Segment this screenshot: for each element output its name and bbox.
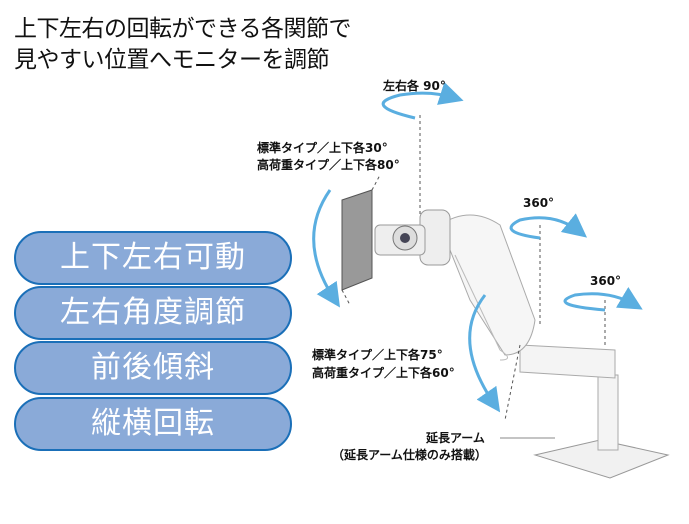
label-mid-rotation: 360° [523, 196, 555, 210]
label-head-tilt-heavy: 高荷重タイプ／上下各80° [257, 158, 400, 172]
label-extension-arm: 延長アーム [426, 431, 485, 445]
feature-pill-tilt: 前後傾斜 [14, 341, 292, 395]
feature-pill-rotate: 縦横回転 [14, 397, 292, 451]
label-extension-note: （延長アーム仕様のみ搭載） [332, 448, 487, 462]
feature-pill-angle: 左右角度調節 [14, 286, 292, 340]
title-line-1: 上下左右の回転ができる各関節で [14, 16, 352, 42]
title-line-2: 見やすい位置へモニターを調節 [14, 47, 330, 73]
label-top-rotation: 左右各 90° [383, 79, 446, 93]
label-head-tilt-standard: 標準タイプ／上下各30° [257, 141, 388, 155]
label-arm-tilt-standard: 標準タイプ／上下各75° [312, 348, 443, 362]
label-base-rotation: 360° [590, 274, 622, 288]
label-arm-tilt-heavy: 高荷重タイプ／上下各60° [312, 366, 455, 380]
feature-pill-updown: 上下左右可動 [14, 231, 292, 285]
page-title: 上下左右の回転ができる各関節で 見やすい位置へモニターを調節 [14, 14, 352, 76]
